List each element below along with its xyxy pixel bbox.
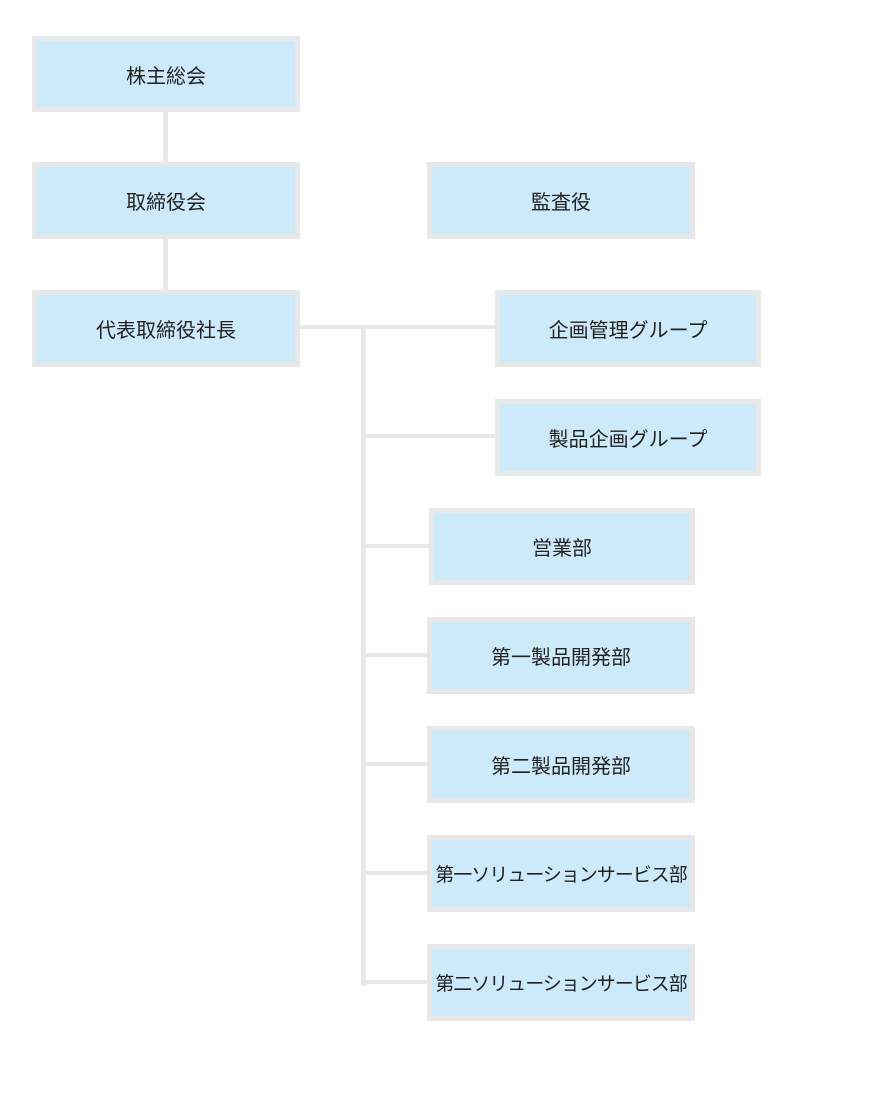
box-department: 第二製品開発部 [427, 726, 695, 803]
connector-shareholders-board [163, 110, 168, 164]
connector-branch-4 [361, 653, 429, 657]
box-president: 代表取締役社長 [32, 290, 300, 367]
connector-branch-2 [361, 434, 497, 438]
connector-board-president [163, 237, 168, 292]
box-department: 企画管理グループ [495, 290, 761, 367]
box-board-of-directors: 取締役会 [32, 162, 300, 239]
connector-branch-5 [361, 762, 429, 766]
box-shareholders-meeting: 株主総会 [32, 36, 300, 112]
connector-branch-1 [361, 325, 497, 329]
box-department: 製品企画グループ [495, 399, 761, 476]
connector-branch-6 [361, 871, 429, 875]
box-department: 第一ソリューションサービス部 [427, 835, 695, 912]
connector-branch-3 [361, 544, 431, 548]
box-department: 営業部 [429, 508, 695, 585]
box-auditor: 監査役 [427, 162, 695, 239]
connector-president-trunk [298, 325, 364, 329]
box-department: 第二ソリューションサービス部 [427, 944, 695, 1021]
connector-branch-7 [361, 980, 429, 984]
box-department: 第一製品開発部 [427, 617, 695, 694]
